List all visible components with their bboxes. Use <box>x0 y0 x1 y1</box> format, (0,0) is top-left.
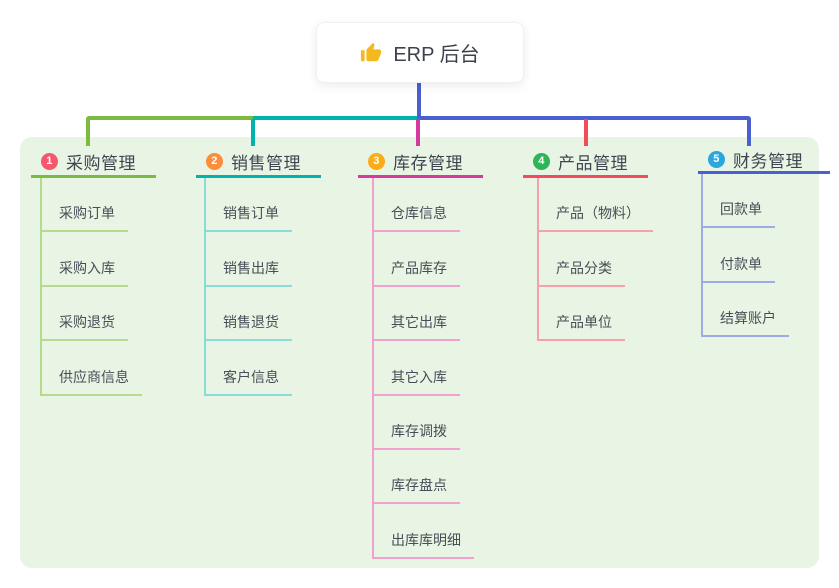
child-node[interactable]: 产品分类 <box>539 232 625 287</box>
child-node[interactable]: 结算账户 <box>703 283 789 338</box>
branch-number-badge: 3 <box>368 152 385 170</box>
branch-header[interactable]: 4 产品管理 <box>523 148 648 178</box>
child-node[interactable]: 产品库存 <box>374 232 460 287</box>
connector-drop-product <box>584 119 588 146</box>
child-node[interactable]: 采购退货 <box>42 287 128 342</box>
branch-children: 仓库信息 产品库存 其它出库 其它入库 库存调拨 库存盘点 出库库明细 <box>372 178 474 559</box>
branches-panel <box>20 137 819 568</box>
child-node[interactable]: 库存调拨 <box>374 396 460 450</box>
branch-children: 回款单 付款单 结算账户 <box>701 174 789 338</box>
connector-drop-finance <box>747 119 751 146</box>
connector-root-drop <box>417 80 421 120</box>
child-node[interactable]: 库存盘点 <box>374 450 460 505</box>
root-label: ERP 后台 <box>393 44 480 66</box>
connector-drop-inventory <box>416 119 420 146</box>
branch-label: 财务管理 <box>733 151 803 171</box>
branch-product: 4 产品管理 产品（物料） 产品分类 产品单位 <box>523 148 653 342</box>
branch-label: 销售管理 <box>231 153 301 173</box>
child-node[interactable]: 采购订单 <box>42 178 128 233</box>
connector-horizontal-left <box>86 116 255 120</box>
thumbs-up-icon <box>360 42 382 64</box>
child-node[interactable]: 客户信息 <box>206 341 292 396</box>
child-node[interactable]: 销售订单 <box>206 178 292 233</box>
branch-children: 销售订单 销售出库 销售退货 客户信息 <box>204 178 292 396</box>
branch-children: 采购订单 采购入库 采购退货 供应商信息 <box>40 178 142 396</box>
child-node[interactable]: 供应商信息 <box>42 341 142 396</box>
branch-header[interactable]: 3 库存管理 <box>358 148 483 178</box>
child-node[interactable]: 其它入库 <box>374 341 460 396</box>
child-node[interactable]: 回款单 <box>703 174 775 229</box>
branch-sales: 2 销售管理 销售订单 销售出库 销售退货 客户信息 <box>196 148 321 396</box>
connector-drop-sales <box>251 119 255 146</box>
child-node[interactable]: 销售退货 <box>206 287 292 342</box>
branch-label: 采购管理 <box>66 153 136 173</box>
branch-header[interactable]: 5 财务管理 <box>698 148 830 174</box>
connector-horizontal-right <box>417 116 751 120</box>
branch-label: 产品管理 <box>558 153 628 173</box>
branch-finance: 5 财务管理 回款单 付款单 结算账户 <box>698 148 830 338</box>
branch-header[interactable]: 2 销售管理 <box>196 148 321 178</box>
child-node[interactable]: 仓库信息 <box>374 178 460 233</box>
root-node[interactable]: ERP 后台 <box>316 22 524 83</box>
connector-horizontal-mid <box>253 116 419 120</box>
child-node[interactable]: 销售出库 <box>206 232 292 287</box>
branch-children: 产品（物料） 产品分类 产品单位 <box>537 178 653 342</box>
child-node[interactable]: 产品单位 <box>539 287 625 342</box>
branch-number-badge: 1 <box>41 152 58 170</box>
branch-header[interactable]: 1 采购管理 <box>31 148 156 178</box>
child-node[interactable]: 出库库明细 <box>374 504 474 559</box>
child-node[interactable]: 其它出库 <box>374 287 460 342</box>
branch-number-badge: 2 <box>206 152 223 170</box>
child-node[interactable]: 付款单 <box>703 228 775 283</box>
branch-label: 库存管理 <box>393 153 463 173</box>
branch-number-badge: 5 <box>708 150 725 168</box>
branch-number-badge: 4 <box>533 152 550 170</box>
connector-drop-purchase <box>86 119 90 146</box>
branch-purchase: 1 采购管理 采购订单 采购入库 采购退货 供应商信息 <box>31 148 156 396</box>
child-node[interactable]: 采购入库 <box>42 232 128 287</box>
child-node[interactable]: 产品（物料） <box>539 178 653 233</box>
branch-inventory: 3 库存管理 仓库信息 产品库存 其它出库 其它入库 库存调拨 库存盘点 出库库… <box>358 148 483 559</box>
